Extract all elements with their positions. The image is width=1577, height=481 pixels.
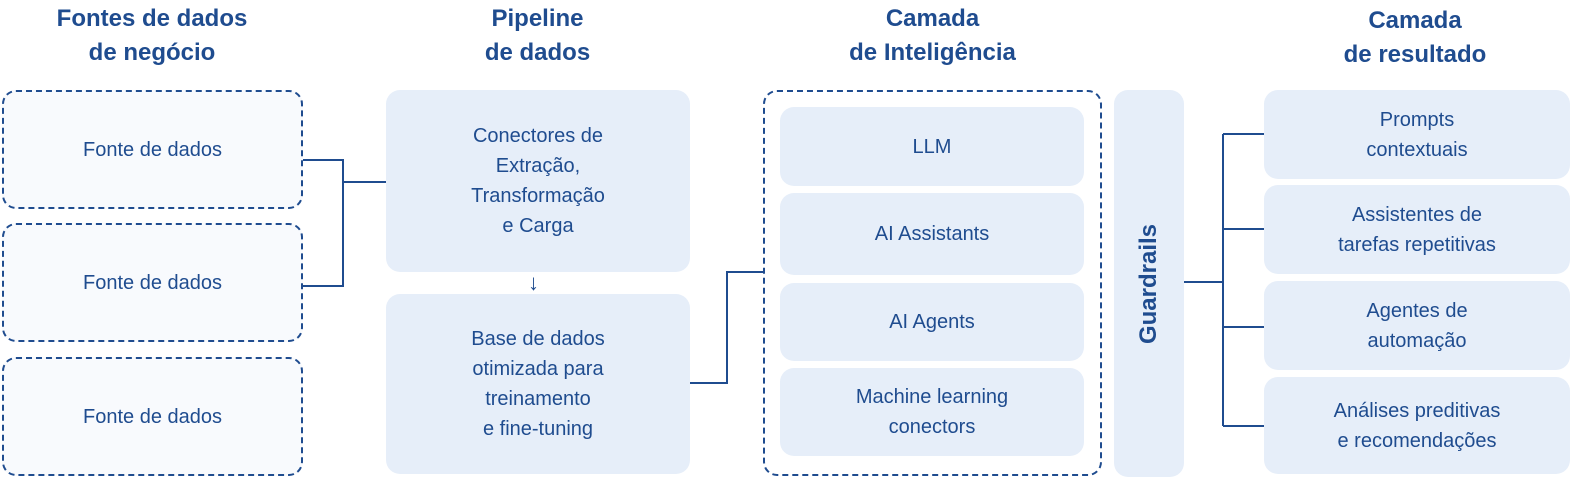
heading-pipeline: Pipeline de dados <box>484 5 591 66</box>
llm-box: LLM <box>780 107 1084 186</box>
result-box: Agentes de automação <box>1264 281 1570 370</box>
source-box: Fonte de dados <box>2 90 303 209</box>
heading-sources: Fontes de dados de negócio <box>56 5 248 66</box>
source-box: Fonte de dados <box>2 223 303 342</box>
heading-results: Camada de resultado <box>1343 7 1487 68</box>
training-database-box: Base de dados otimizada para treinamento… <box>386 294 690 474</box>
sources-bracket-line <box>303 159 344 287</box>
ai-agents-box: AI Agents <box>780 283 1084 361</box>
result-box: Assistentes de tarefas repetitivas <box>1264 185 1570 274</box>
source-box: Fonte de dados <box>2 357 303 476</box>
db-to-intelligence-line <box>690 271 764 384</box>
ai-assistants-box: AI Assistants <box>780 193 1084 275</box>
guardrails-bar: Guardrails <box>1114 90 1184 477</box>
etl-connectors-box: Conectores de Extração, Transformação e … <box>386 90 690 272</box>
guardrails-label: Guardrails <box>1135 223 1163 344</box>
ml-connectors-box: Machine learning conectors <box>780 368 1084 456</box>
result-box: Análises preditivas e recomendações <box>1264 377 1570 474</box>
result-box: Prompts contextuais <box>1264 90 1570 179</box>
down-arrow-icon: ↓ <box>528 270 539 295</box>
heading-intelligence: Camada de Inteligência <box>849 5 1016 66</box>
